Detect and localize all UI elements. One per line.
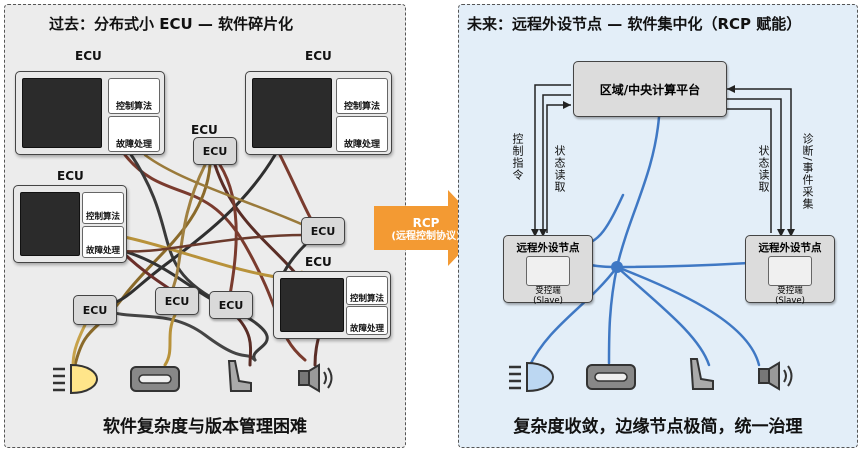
ecu-label: ECU [191, 123, 218, 137]
fault-handling-box: 故障处理 [336, 116, 388, 152]
headlight-icon [53, 363, 99, 395]
door-handle-icon [586, 364, 636, 390]
left-panel: 过去：分布式小 ECU — 软件碎片化 ECU 控制算法 故障处理 [4, 4, 406, 448]
right-footer: 复杂度收敛，边缘节点极简，统一治理 [513, 417, 803, 437]
speaker-icon [758, 361, 793, 391]
speaker-icon [298, 363, 333, 393]
seat-icon [227, 360, 252, 392]
ecu-small-4: ECU [155, 287, 199, 315]
diagnosis-label: 诊断/事件采集 [801, 133, 814, 210]
control-algorithm-box: 控制算法 [108, 78, 160, 114]
control-algorithm-box: 控制算法 [336, 78, 388, 114]
left-footer: 软件复杂度与版本管理困难 [103, 417, 307, 437]
control-algorithm-box: 控制算法 [346, 276, 388, 305]
central-compute-platform: 区域/中央计算平台 [573, 61, 727, 117]
state-read-label-right: 状态读取 [757, 145, 770, 193]
control-command-label: 控制指令 [511, 133, 524, 181]
rcp-arrow [374, 190, 484, 266]
slave-chip-icon [768, 256, 812, 286]
remote-node-right: 远程外设节点 受控端(Slave) [745, 235, 835, 306]
ecu-small-3: ECU [73, 295, 117, 325]
state-read-label-left: 状态读取 [553, 145, 566, 193]
ecu-label: ECU [305, 49, 332, 63]
ecu-large-4: 控制算法 故障处理 [273, 271, 391, 339]
ecu-small-1: ECU [193, 137, 237, 165]
rcp-label: RCP (远程控制协议) [391, 216, 461, 242]
fault-handling-box: 故障处理 [82, 226, 124, 258]
door-handle-icon [130, 366, 180, 392]
ecu-label: ECU [305, 255, 332, 269]
ecu-small-5: ECU [209, 291, 253, 319]
seat-icon [689, 358, 714, 390]
ecu-large-3: 控制算法 故障处理 [13, 185, 127, 263]
ecu-small-2: ECU [301, 217, 345, 245]
ecu-label: ECU [57, 169, 84, 183]
ecu-label: ECU [75, 49, 102, 63]
left-title: 过去：分布式小 ECU — 软件碎片化 [49, 15, 294, 33]
headlight-icon [509, 361, 555, 393]
fault-handling-box: 故障处理 [346, 306, 388, 335]
ecu-large-2: 控制算法 故障处理 [245, 71, 392, 155]
slave-chip-icon [526, 256, 570, 286]
right-panel: 未来：远程外设节点 — 软件集中化（RCP 赋能） [458, 4, 858, 448]
right-title: 未来：远程外设节点 — 软件集中化（RCP 赋能） [467, 15, 802, 33]
fault-handling-box: 故障处理 [108, 116, 160, 152]
remote-node-left: 远程外设节点 受控端(Slave) [503, 235, 593, 306]
control-algorithm-box: 控制算法 [82, 192, 124, 224]
ecu-large-1: 控制算法 故障处理 [15, 71, 165, 155]
